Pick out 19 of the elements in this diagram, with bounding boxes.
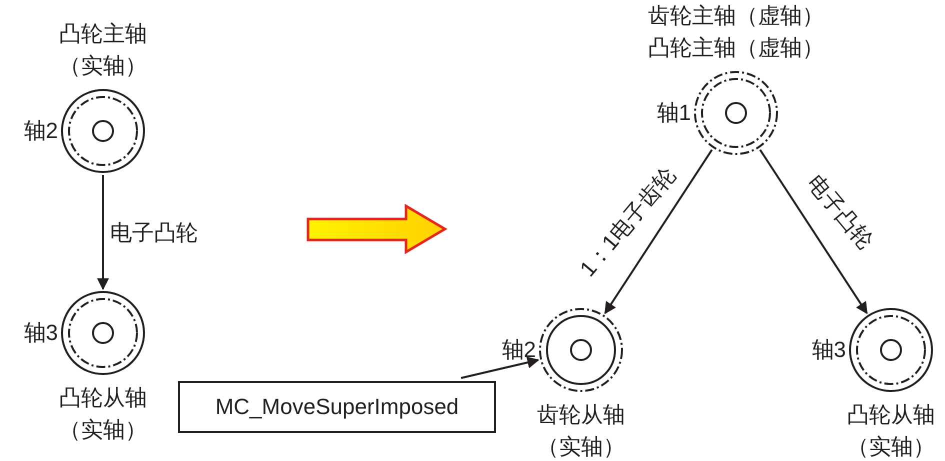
axis-label: 轴2 (24, 118, 58, 144)
shaft-caption: 凸轮主轴（实轴） (58, 20, 148, 80)
arrow (97, 175, 109, 290)
arrow (604, 149, 713, 314)
axis-label: 轴3 (812, 337, 846, 363)
shaft-caption: 凸轮从轴（实轴） (58, 384, 148, 444)
shaft-caption: 凸轮主轴（虚轴） (647, 34, 825, 62)
shaft-caption: 齿轮主轴（虚轴） (647, 2, 825, 30)
arrow (460, 356, 540, 379)
axis-label: 轴1 (656, 100, 691, 126)
arrow (759, 149, 868, 314)
edge-label: 1：1电子齿轮 (574, 162, 682, 282)
axis-label: 轴3 (24, 320, 58, 346)
shaft-caption: 凸轮从轴（实轴） (846, 401, 936, 461)
edge-label: 电子凸轮 (802, 170, 878, 254)
function-block: MC_MoveSuperImposed (178, 381, 496, 433)
edge-label: 电子凸轮 (110, 220, 198, 246)
shaft-caption: 齿轮从轴（实轴） (536, 401, 626, 461)
axis-label: 轴2 (502, 337, 536, 363)
